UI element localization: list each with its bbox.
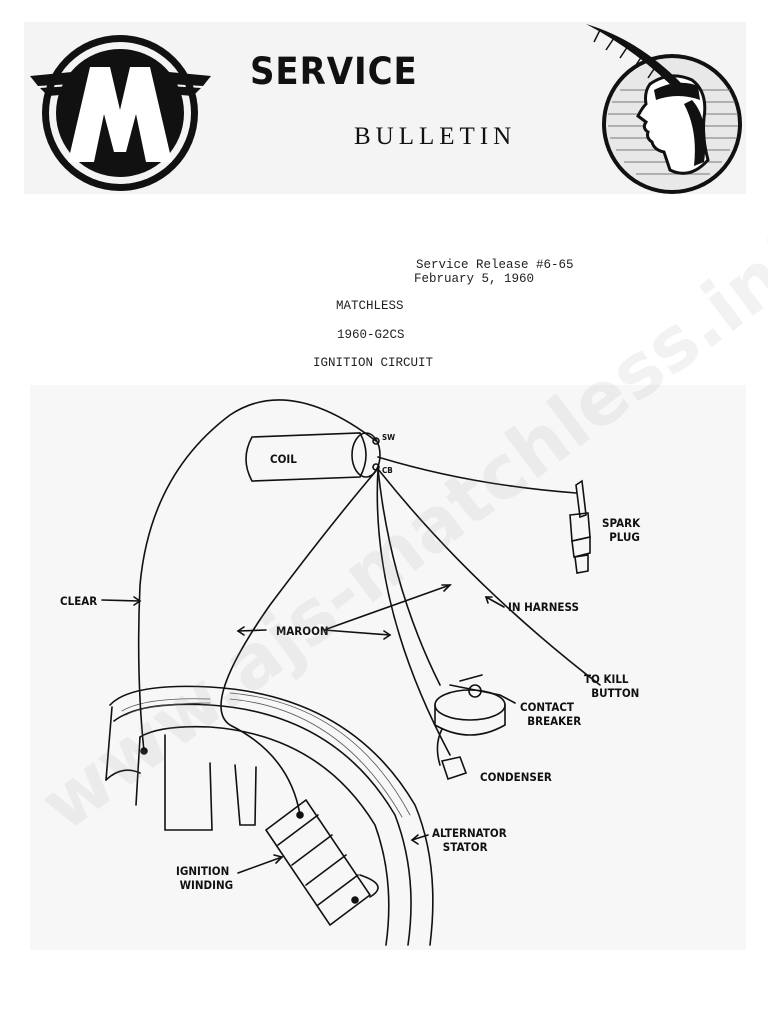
make-heading: MATCHLESS: [336, 299, 404, 313]
in-harness-label: IN HARNESS: [508, 600, 579, 614]
release-date: February 5, 1960: [414, 272, 535, 286]
spark-plug: [575, 479, 587, 519]
sw-terminal-label: SW: [382, 433, 396, 442]
contact-breaker-label: CONTACT BREAKER: [520, 700, 582, 728]
model-heading: 1960-G2CS: [337, 328, 405, 342]
coil-label: COIL: [270, 452, 297, 466]
clear-wire-label: CLEAR: [60, 594, 98, 608]
contact-breaker: [434, 674, 516, 736]
condenser-label: CONDENSER: [480, 770, 552, 784]
bulletin-title: SERVICE: [250, 50, 418, 93]
ignition-winding: [264, 798, 372, 927]
cb-terminal-label: CB: [382, 466, 393, 475]
maroon-wire-label: MAROON: [276, 624, 329, 638]
indian-chief-head-icon: [586, 24, 742, 194]
bulletin-subtitle: BULLETIN: [354, 123, 517, 150]
kill-button-label: TO KILL BUTTON: [584, 672, 640, 700]
service-release-number: Service Release #6-65: [416, 258, 574, 272]
ignition-winding-label: IGNITION WINDING: [176, 864, 234, 892]
alternator-stator: [109, 685, 434, 946]
ignition-circuit-diagram: [30, 385, 746, 950]
winged-m-icon: [30, 35, 211, 191]
ignition-coil: [245, 432, 367, 482]
circuit-heading: IGNITION CIRCUIT: [313, 356, 434, 370]
spark-plug-label: SPARK PLUG: [602, 516, 641, 544]
alternator-stator-label: ALTERNATOR STATOR: [432, 826, 507, 854]
condenser: [440, 756, 468, 781]
